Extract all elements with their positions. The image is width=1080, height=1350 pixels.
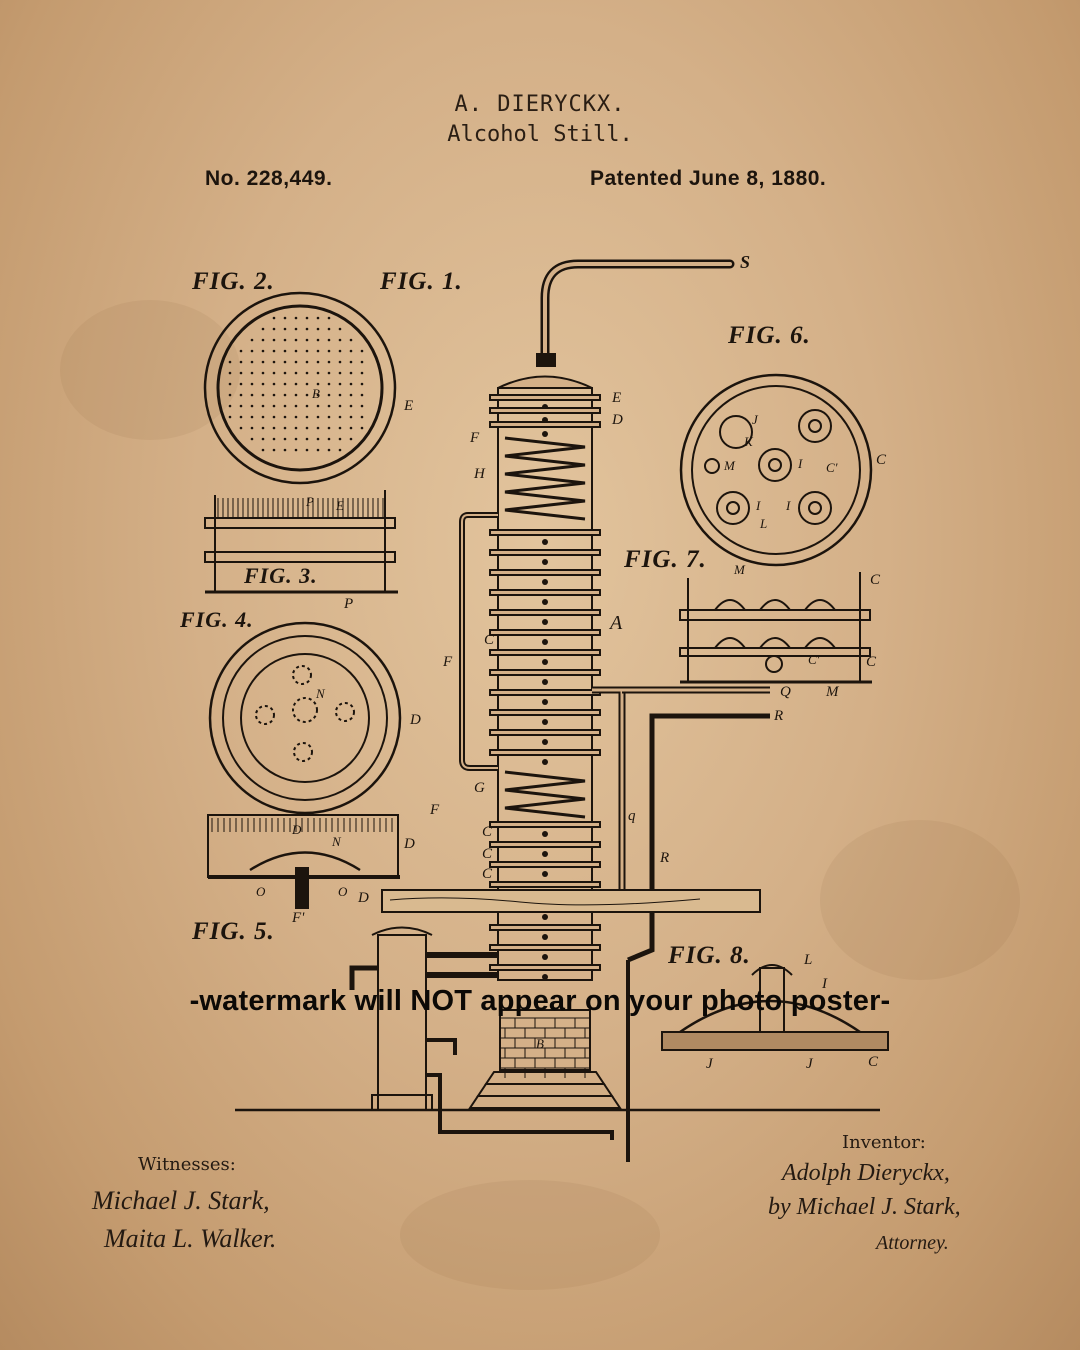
label-d-column: D (612, 412, 623, 428)
fig1-label: FIG. 1. (380, 268, 463, 295)
label-a: A (610, 612, 623, 634)
inventor-label: Inventor: (842, 1132, 926, 1153)
label-f-top: F (470, 430, 480, 446)
label-c-fig6: C (876, 452, 887, 468)
label-l-fig6: L (760, 516, 768, 531)
fig6-label: FIG. 6. (728, 322, 811, 349)
witness-signature-1: Michael J. Stark, (92, 1186, 270, 1215)
label-m-fig7: M (826, 684, 839, 700)
label-i-fig6-c: I (786, 498, 791, 513)
label-cp-fig7: C' (808, 652, 820, 667)
label-d-fig5-side: D (404, 836, 415, 852)
label-e-fig2: E (404, 398, 414, 414)
attorney-label: Attorney. (876, 1232, 949, 1254)
fig5-section (207, 814, 400, 909)
label-c-fig8: C (868, 1054, 879, 1070)
patent-number: No. 228,449. (205, 167, 333, 190)
label-j-fig8: J (706, 1056, 713, 1072)
attorney-signature: by Michael J. Stark, (768, 1194, 961, 1220)
fig1-still-column (235, 259, 889, 1162)
label-c-column: C (484, 632, 495, 648)
label-f-prime: F' (292, 910, 305, 926)
fig3-plate-side (204, 490, 398, 594)
label-q-pipe: q (628, 808, 636, 824)
label-f-mid: F (443, 654, 453, 670)
label-b-fig2: B (312, 386, 320, 401)
label-r-low: R (660, 850, 670, 866)
label-i-fig8: I (822, 976, 827, 992)
fig8-label: FIG. 8. (668, 942, 751, 969)
label-cp-fig6: C' (826, 460, 838, 475)
label-m-fig6: M (724, 458, 735, 473)
patent-date: Patented June 8, 1880. (590, 167, 827, 190)
label-f-low: F (430, 802, 440, 818)
fig4-label: FIG. 4. (180, 607, 254, 632)
label-j-fig6: J (752, 412, 758, 427)
watermark-notice: -watermark will NOT appear on your photo… (189, 985, 891, 1017)
fig7-label: FIG. 7. (624, 546, 707, 573)
inventor-signature: Adolph Dieryckx, (782, 1160, 950, 1186)
label-d-fig4: D (410, 712, 421, 728)
label-n-fig4: N (316, 686, 325, 701)
fig2-perforated-disc (203, 291, 397, 485)
paper-stain (820, 820, 1020, 980)
label-j-fig8-b: J (806, 1056, 813, 1072)
label-d-fig5: D (292, 822, 302, 837)
label-k-fig6: K (744, 434, 753, 449)
label-e-fig3: E (336, 498, 344, 513)
label-d-board: D (358, 890, 369, 906)
fig4-disc-with-valves (208, 621, 402, 815)
label-l-fig8: L (804, 952, 813, 968)
label-g: G (474, 780, 485, 796)
label-q-right: Q (780, 684, 791, 700)
label-o-fig5: O (256, 884, 266, 899)
inventor-heading: A. DIERYCKX. (454, 92, 626, 117)
label-c-low-1: C (482, 824, 493, 840)
label-c-fig7-b: C (866, 654, 877, 670)
label-b-base: B (536, 1036, 544, 1051)
fig2-label: FIG. 2. (192, 268, 275, 295)
fig3-label: FIG. 3. (244, 563, 318, 588)
label-p-fig3: P (306, 494, 314, 509)
invention-title: Alcohol Still. (447, 122, 633, 147)
label-o-fig5-b: O (338, 884, 348, 899)
label-p-fig3-b: P (344, 596, 354, 612)
paper-stain (400, 1180, 660, 1290)
label-c-low-2: C (482, 846, 493, 862)
label-i-fig6-b: I (756, 498, 761, 513)
label-s: S (740, 252, 751, 272)
label-e-column: E (612, 390, 622, 406)
label-m-fig7-top: M (734, 562, 745, 577)
label-c-fig7: C (870, 572, 881, 588)
label-c-low-3: C (482, 866, 493, 882)
label-n-fig5: N (332, 834, 341, 849)
witnesses-label: Witnesses: (138, 1154, 236, 1175)
fig5-label: FIG. 5. (192, 918, 275, 945)
witness-signature-2: Maita L. Walker. (104, 1224, 277, 1253)
label-h: H (474, 466, 485, 482)
label-r-right: R (774, 708, 784, 724)
label-i-fig6: I (798, 456, 803, 471)
